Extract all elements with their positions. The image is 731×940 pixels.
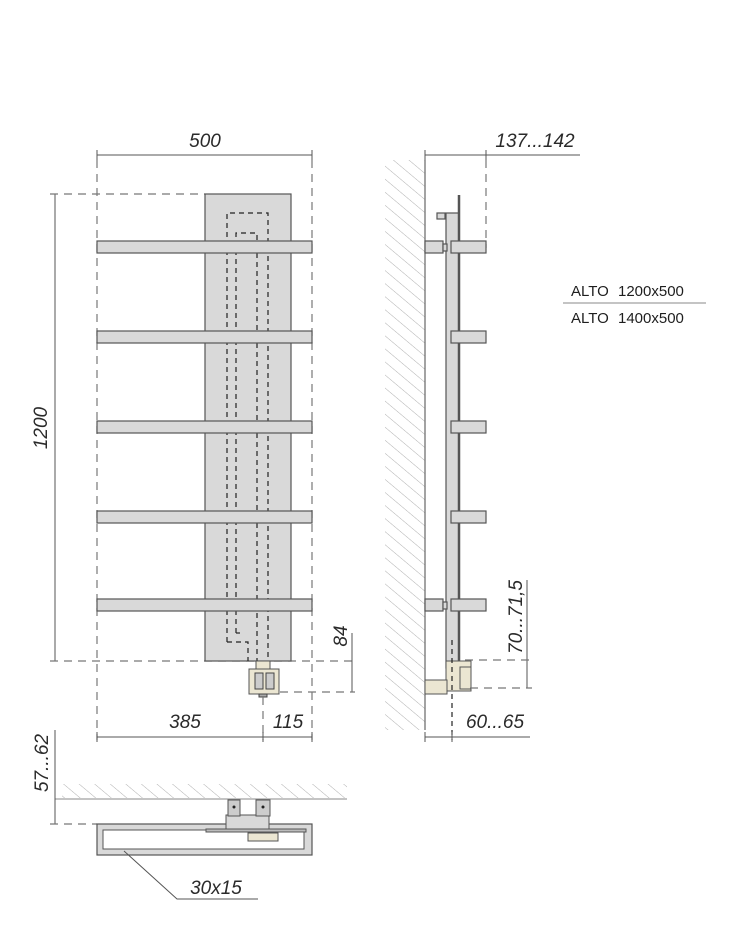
top-view (50, 730, 347, 900)
valve-depth-dimension: 60...65 (466, 712, 525, 733)
wall-distance-dimension: 57...62 (32, 734, 53, 793)
side-view (385, 150, 580, 742)
wall-hatch (385, 160, 425, 730)
towel-bar (96, 240, 313, 254)
model-size: 1400x500 (618, 310, 684, 327)
left-split-dimension: 385 (169, 712, 201, 733)
front-view (50, 150, 355, 742)
bottom-offset-dimension: 84 (331, 625, 352, 646)
model-name: ALTO (571, 310, 609, 327)
towel-bar (96, 598, 313, 612)
valve-height-dimension: 70...71,5 (506, 580, 527, 654)
towel-bar (96, 330, 313, 344)
depth-dimension: 137...142 (495, 131, 575, 152)
right-split-dimension: 115 (273, 712, 304, 733)
model-name: ALTO (571, 283, 609, 300)
width-dimension: 500 (189, 131, 221, 152)
profile-dimension: 30x15 (190, 878, 242, 899)
model-size: 1200x500 (618, 283, 684, 300)
height-dimension: 1200 (31, 406, 52, 449)
towel-bar (96, 420, 313, 434)
towel-bar (96, 510, 313, 524)
